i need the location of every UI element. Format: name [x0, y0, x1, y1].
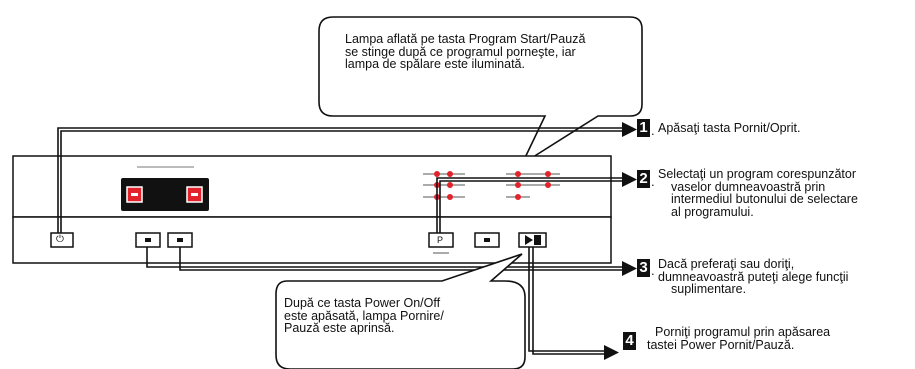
step-2-line: intermediul butonului de selectare	[671, 192, 858, 206]
step-4-arrowhead	[604, 345, 619, 360]
step-2-arrowhead	[622, 172, 637, 187]
top-callout-line: Lampa aflată pe tasta Program Start/Pauz…	[345, 32, 586, 46]
step-3-arrowhead	[622, 261, 637, 276]
bottom-callout-text: După ce tasta Power On/Off este apăsată,…	[284, 297, 444, 335]
panel-front-section	[12, 216, 612, 264]
program-key[interactable]	[428, 232, 454, 248]
step-1-arrow	[57, 127, 622, 233]
step-2-line: vaselor dumneavoastră prin	[671, 179, 826, 194]
step-3-line: suplimentare.	[671, 282, 747, 296]
step-1-number: 1	[637, 119, 650, 137]
step-1-dot: .	[651, 123, 655, 138]
step-2-line: Selectaţi un program corespunzător	[658, 167, 857, 181]
top-callout-line: lampa de spălare este iluminată.	[345, 57, 525, 72]
top-callout-line: se stinge după ce programul porneşte, ia…	[345, 44, 576, 59]
step-1-text: Apăsaţi tasta Pornit/Oprit.	[658, 122, 800, 135]
bottom-callout-line: Pauză este aprinsă.	[284, 321, 395, 336]
step-1-arrowhead	[622, 122, 637, 137]
display-left-dash	[131, 193, 138, 196]
start-pause-icon	[525, 235, 541, 245]
top-callout-text: Lampa aflată pe tasta Program Start/Pauz…	[345, 33, 585, 71]
step-4-line: tastei Power Pornit/Pauză.	[647, 337, 795, 352]
step-4-arrow	[528, 247, 604, 355]
step-4-line: Porniţi programul prin apăsarea	[655, 325, 831, 339]
option-key-1-mark	[145, 238, 151, 242]
option-key-3-mark	[484, 238, 490, 242]
step-2-arrow	[436, 177, 622, 233]
display-right-dash	[191, 193, 198, 196]
step-3-dot: .	[651, 263, 655, 278]
step-4-number: 4	[623, 332, 636, 350]
bottom-callout-line: După ce tasta Power On/Off	[284, 296, 441, 310]
step-2-line: al programului.	[671, 204, 754, 219]
step-4-text: Porniţi programul prin apăsarea tastei P…	[647, 326, 830, 351]
step-1-line: Apăsaţi tasta Pornit/Oprit.	[658, 121, 801, 135]
bottom-callout-line: este apăsată, lampa Pornire/	[284, 308, 444, 323]
step-3-line: dumneavoastră puteţi alege funcţii	[658, 269, 849, 284]
option-key-2-mark	[177, 238, 183, 242]
power-key[interactable]	[50, 232, 74, 248]
program-key-label: P	[437, 235, 444, 245]
panel-top-section	[12, 155, 612, 218]
status-indicator-lamps	[506, 171, 560, 200]
step-2-dot: .	[651, 174, 655, 189]
step-3-text: Dacă preferaţi sau doriţi, dumneavoastră…	[658, 258, 848, 296]
power-icon: ⏻	[56, 234, 64, 245]
step-2-number: 2	[637, 170, 650, 188]
step-3-line: Dacă preferaţi sau doriţi,	[658, 257, 795, 271]
step-2-text: Selectaţi un program corespunzător vasel…	[658, 168, 858, 218]
step-3-number: 3	[637, 259, 650, 277]
